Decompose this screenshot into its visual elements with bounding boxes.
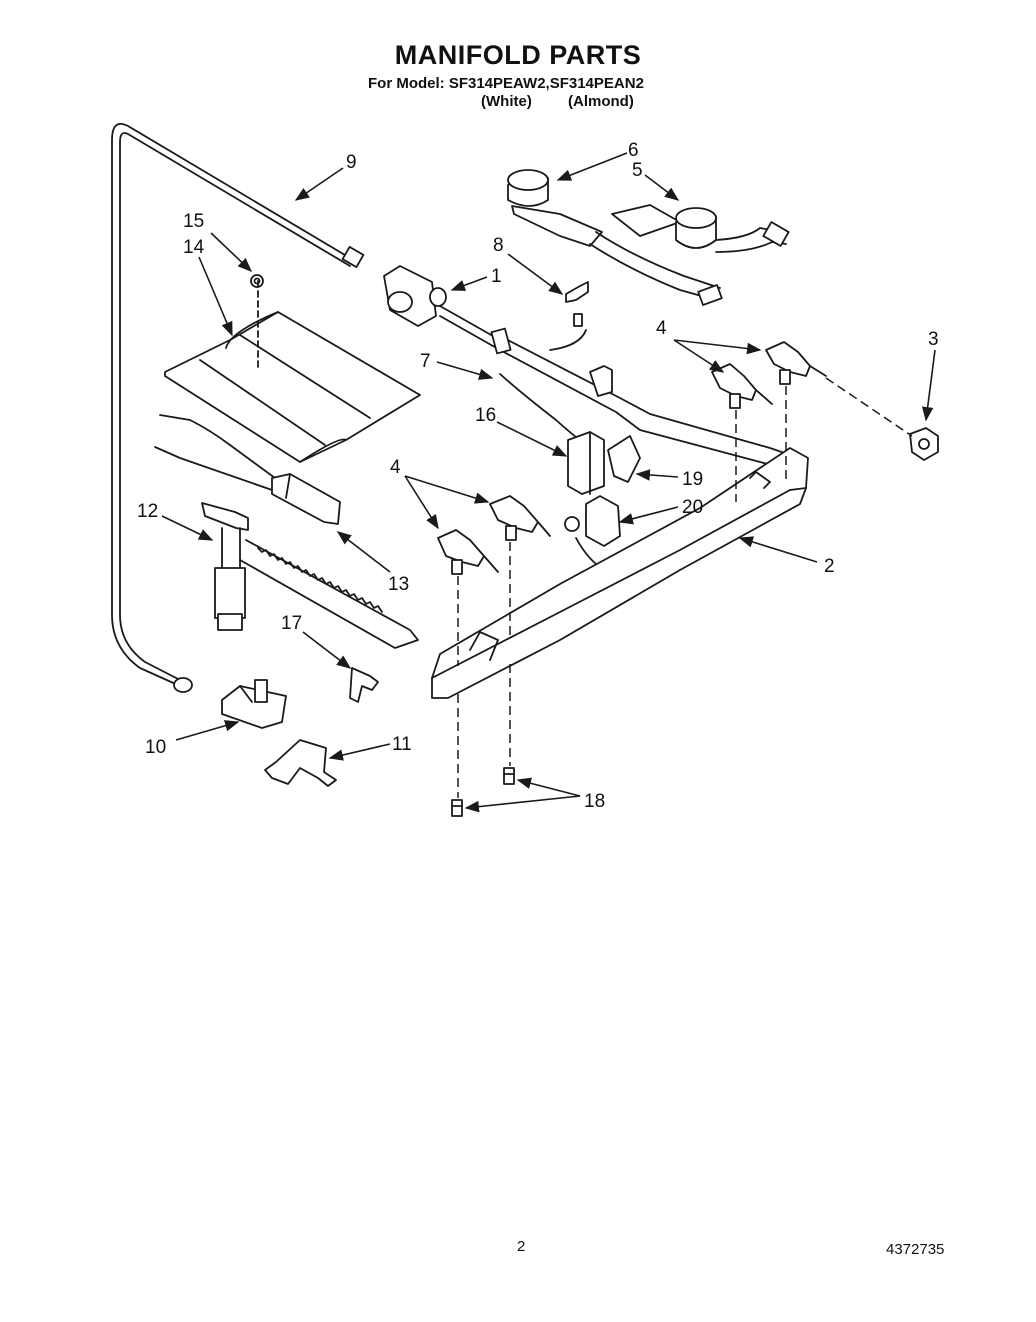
callout-5: 5 xyxy=(632,160,643,181)
callout-13: 13 xyxy=(388,574,409,595)
callout-15: 15 xyxy=(183,211,204,232)
valve-part-4-b xyxy=(489,495,551,541)
callout-14: 14 xyxy=(183,237,205,258)
surface-burner-part-6 xyxy=(507,169,723,306)
callout-12: 12 xyxy=(137,501,158,522)
clip-part-17 xyxy=(349,667,379,703)
spark-module-part-16 xyxy=(567,431,605,495)
callout-4-upper: 4 xyxy=(656,318,667,339)
switch-part-19 xyxy=(607,435,641,483)
screw-part-18-b xyxy=(503,767,515,785)
switch-part-20 xyxy=(564,495,621,571)
callout-9: 9 xyxy=(346,152,357,173)
surface-burner-part-5 xyxy=(611,204,790,253)
orifice-bracket-part-12 xyxy=(201,502,249,631)
valve-part-4-c xyxy=(711,363,773,409)
nut-part-15 xyxy=(250,274,264,288)
page-number: 2 xyxy=(517,1238,526,1255)
callout-1: 1 xyxy=(491,266,502,287)
callout-8: 8 xyxy=(493,235,504,256)
bracket-part-8 xyxy=(565,281,589,327)
alignment-lines xyxy=(457,377,913,798)
callout-19: 19 xyxy=(682,469,703,490)
valve-part-4-d xyxy=(765,341,827,385)
grommet-part-10 xyxy=(221,679,287,729)
callout-4-lower: 4 xyxy=(390,457,401,478)
callout-20: 20 xyxy=(682,497,703,518)
callout-16: 16 xyxy=(475,405,496,426)
callout-11: 11 xyxy=(392,734,412,755)
bracket-part-11 xyxy=(264,739,337,787)
model-line: For Model: SF314PEAW2,SF314PEAN2 xyxy=(368,75,644,92)
igniter-part-13 xyxy=(154,414,341,525)
valve-part-4-a xyxy=(437,529,499,575)
callout-labels: 9 15 14 8 1 6 5 7 4 3 16 19 20 4 2 12 13… xyxy=(137,140,939,812)
callout-10: 10 xyxy=(145,737,166,758)
document-number: 4372735 xyxy=(886,1241,945,1258)
screw-part-18-a xyxy=(451,799,463,817)
color-almond-label: (Almond) xyxy=(568,93,634,110)
callout-7: 7 xyxy=(420,351,431,372)
leader-lines xyxy=(161,152,936,813)
callout-6: 6 xyxy=(628,140,639,161)
callout-3: 3 xyxy=(928,329,939,350)
callout-2: 2 xyxy=(824,556,835,577)
bake-burner-tube xyxy=(239,539,419,649)
callout-17: 17 xyxy=(281,613,302,634)
page-title: MANIFOLD PARTS xyxy=(394,40,642,70)
manifold-rail-part-2 xyxy=(431,447,809,699)
gas-tube-part-9 xyxy=(111,122,365,693)
callout-18: 18 xyxy=(584,791,605,812)
color-white-label: (White) xyxy=(481,93,532,110)
regulator-part-1 xyxy=(383,265,501,351)
clip-part-3 xyxy=(909,427,939,461)
heat-shield-part-14 xyxy=(164,280,421,463)
